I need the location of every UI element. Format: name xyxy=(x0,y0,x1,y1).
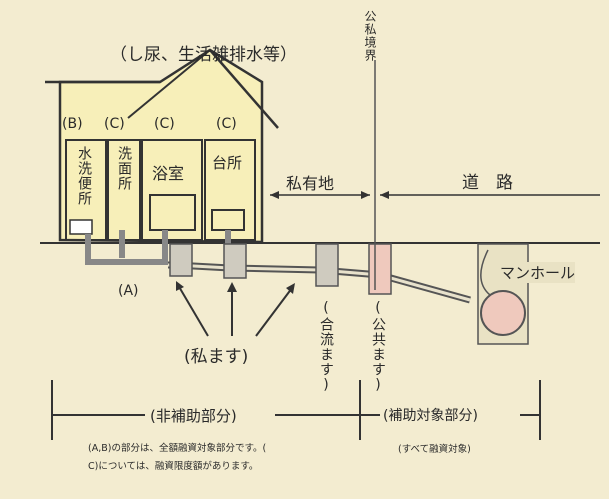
private-land-label: 私有地 xyxy=(286,174,335,193)
drain-toilet xyxy=(85,234,168,265)
bathtub xyxy=(149,194,196,231)
public-basin-shape xyxy=(368,243,392,295)
room-label-toilet: 水洗便所 xyxy=(76,146,92,206)
room-bath xyxy=(141,139,203,241)
kitchen-sink xyxy=(211,209,245,231)
non-subsidy-label: (非補助部分) xyxy=(150,407,237,425)
subsidy-note: (すべて融資対象) xyxy=(398,444,471,455)
junction-basin-label: (合流ます) xyxy=(318,300,334,394)
room-label-kitchen: 台所 xyxy=(212,154,243,172)
tag-c3: (C) xyxy=(216,116,237,132)
private-land-arrow-right xyxy=(361,191,370,199)
private-basin-label: (私ます) xyxy=(184,347,249,367)
manhole-pipe xyxy=(480,290,526,336)
tag-c2: (C) xyxy=(154,116,175,132)
roof-right xyxy=(209,49,279,129)
public-basin-label: (公共ます) xyxy=(370,300,386,394)
arrow-basin-1-head xyxy=(176,281,184,291)
boundary-label: 公私境界 xyxy=(363,10,377,62)
tag-c1: (C) xyxy=(104,116,125,132)
private-land-arrow-left xyxy=(270,191,279,199)
diagram-title: （し尿、生活雑排水等） xyxy=(110,45,297,65)
roof-left xyxy=(127,49,211,119)
note-line-1: (A,B)の部分は、全額融資対象部分です。( xyxy=(88,443,267,454)
arrow-basin-2-head xyxy=(227,282,237,292)
tag-a: (A) xyxy=(118,283,139,299)
room-label-bath: 浴室 xyxy=(152,164,185,183)
road-label: 道 路 xyxy=(462,173,513,193)
toilet-bowl xyxy=(69,219,93,235)
private-basin-2 xyxy=(223,243,247,279)
arrow-basin-3-head xyxy=(286,283,295,294)
room-label-washroom: 洗面所 xyxy=(116,146,132,191)
arrow-basin-1 xyxy=(177,284,209,337)
subsidy-label: (補助対象部分) xyxy=(383,408,478,424)
road-arrow-left xyxy=(380,191,389,199)
arrow-basin-3 xyxy=(255,287,293,337)
junction-basin-shape xyxy=(315,243,339,287)
tag-b: (B) xyxy=(62,116,83,132)
manhole-wall xyxy=(480,249,491,296)
note-line-2: C)については、融資限度額があります。 xyxy=(88,461,259,472)
private-basin-1 xyxy=(169,243,193,277)
manhole-label: マンホール xyxy=(500,262,576,283)
